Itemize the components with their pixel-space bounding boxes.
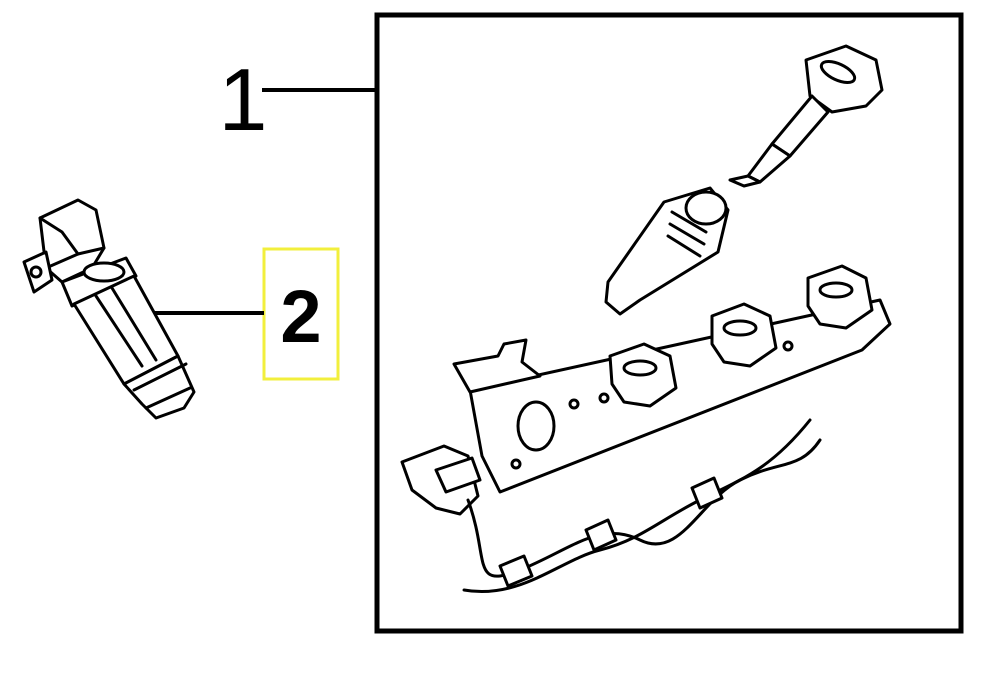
ignition-coil-drawing <box>22 198 196 420</box>
callout-1-label[interactable]: 1 <box>219 50 268 149</box>
callout-2-label[interactable]: 2 <box>280 275 321 358</box>
assembly-frame <box>374 12 964 634</box>
coil-assembly-drawing <box>400 44 892 593</box>
